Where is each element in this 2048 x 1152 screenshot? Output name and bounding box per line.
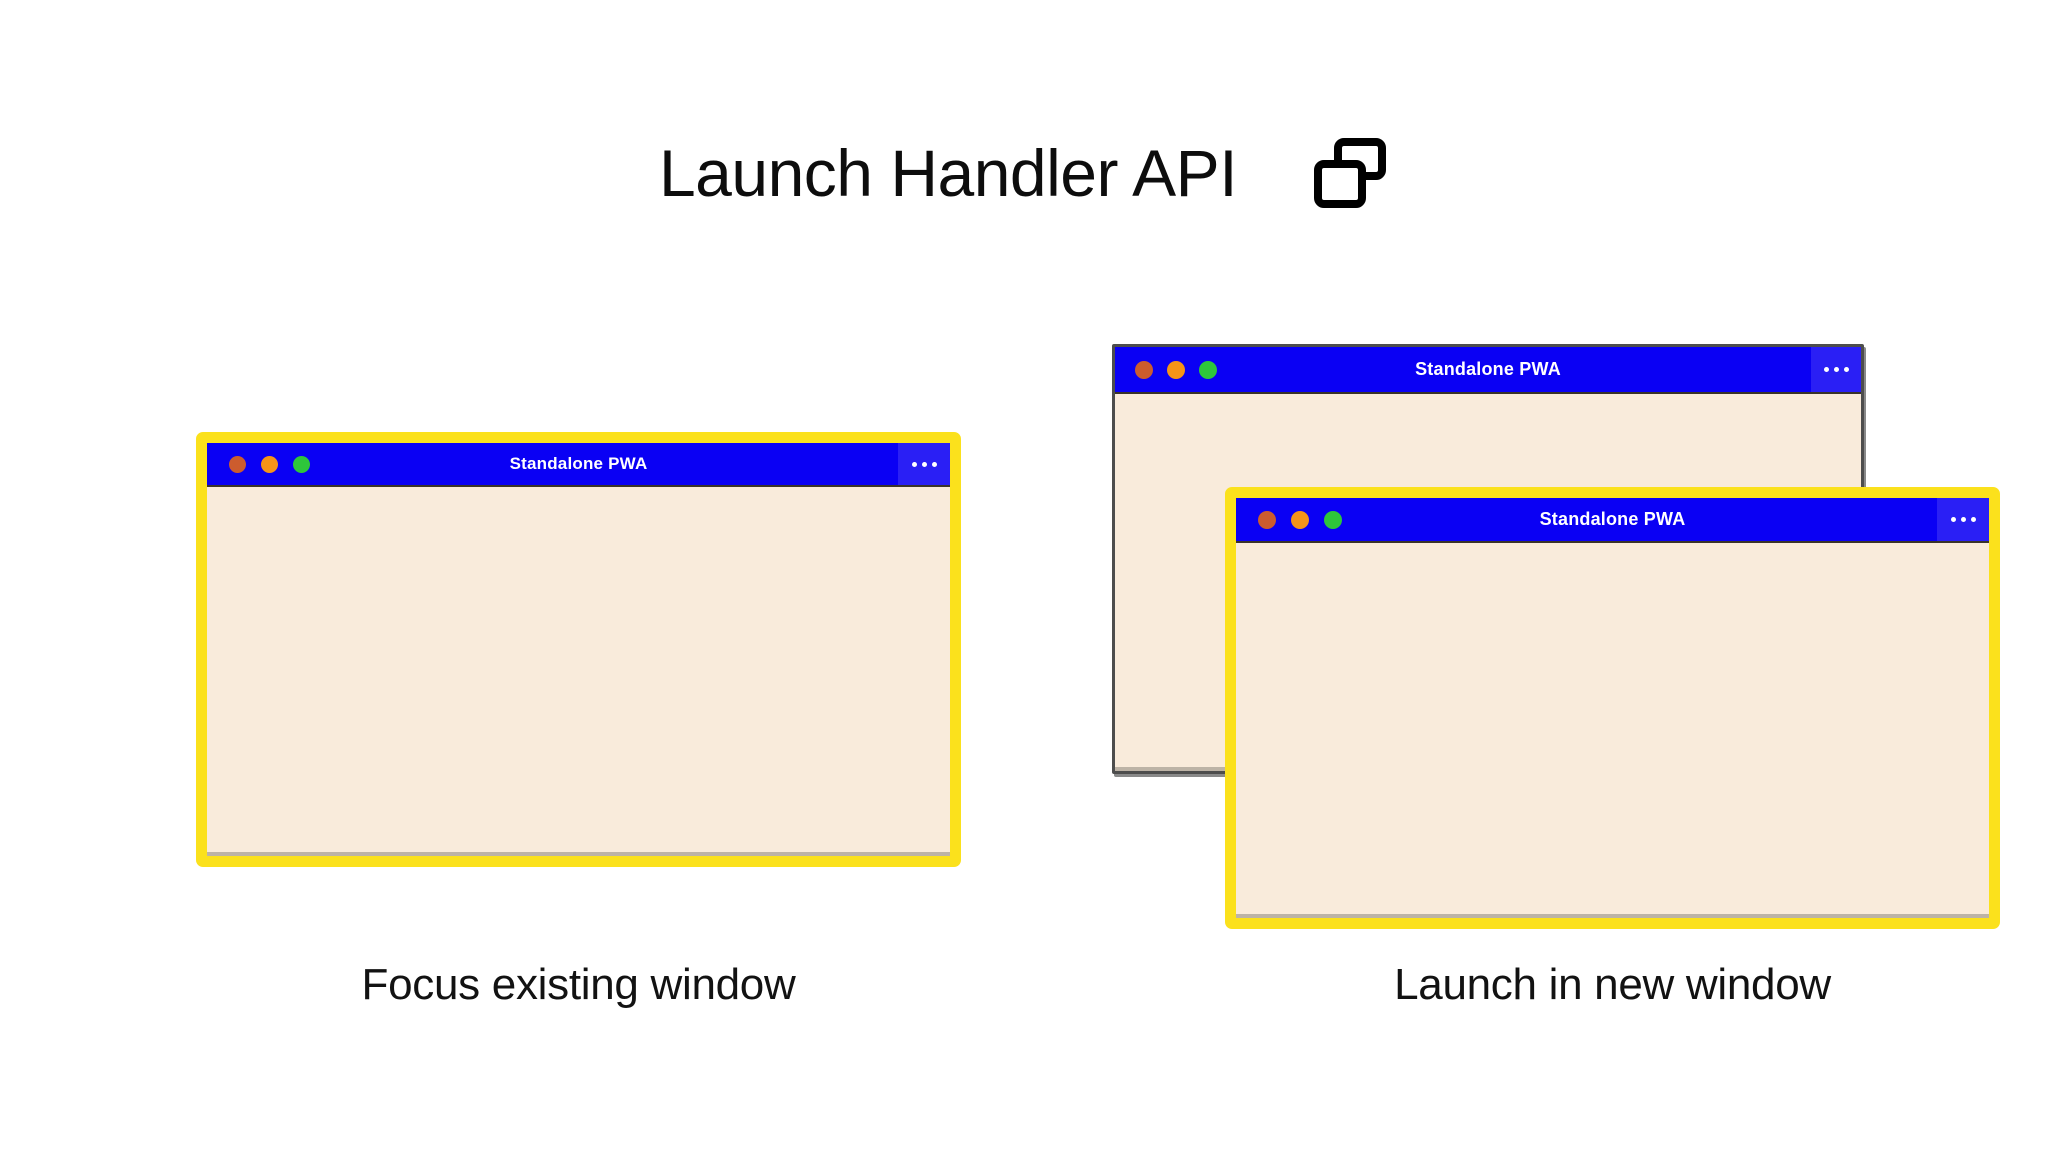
close-dot-icon[interactable] [1258, 510, 1276, 529]
window-titlebar[interactable]: Standalone PWA [1236, 498, 1989, 543]
menu-dot-icon [1970, 517, 1976, 522]
menu-dot-icon [1960, 517, 1966, 522]
menu-dot-icon [1833, 367, 1839, 372]
minimize-dot-icon[interactable] [261, 455, 278, 473]
window-menu-button[interactable] [1811, 347, 1861, 392]
traffic-lights [1135, 360, 1217, 379]
close-dot-icon[interactable] [229, 455, 246, 473]
maximize-dot-icon[interactable] [1324, 510, 1342, 529]
caption-launch-new: Launch in new window [1394, 960, 1831, 1009]
minimize-dot-icon[interactable] [1291, 510, 1309, 529]
window-inner: Standalone PWA [1236, 498, 1989, 918]
pwa-window-new-front[interactable]: Standalone PWA [1225, 487, 2000, 929]
minimize-dot-icon[interactable] [1167, 360, 1185, 379]
menu-dot-icon [911, 461, 917, 467]
menu-dot-icon [1950, 517, 1956, 522]
window-titlebar[interactable]: Standalone PWA [207, 443, 950, 487]
traffic-lights [229, 455, 310, 473]
window-inner: Standalone PWA [207, 443, 950, 856]
window-title: Standalone PWA [509, 454, 648, 473]
maximize-dot-icon[interactable] [293, 455, 310, 473]
page-title: Launch Handler API [658, 136, 1238, 210]
window-title: Standalone PWA [1415, 359, 1561, 379]
window-content-area [207, 487, 950, 856]
close-dot-icon[interactable] [1135, 360, 1153, 379]
menu-dot-icon [931, 461, 937, 467]
window-content-area [1236, 543, 1989, 918]
pwa-window-focus-existing[interactable]: Standalone PWA [196, 432, 961, 867]
caption-focus-existing: Focus existing window [361, 960, 796, 1009]
menu-dot-icon [1823, 367, 1829, 372]
page-header: Launch Handler API [0, 118, 2048, 228]
menu-dot-icon [921, 461, 927, 467]
traffic-lights [1258, 510, 1342, 529]
menu-dot-icon [1843, 367, 1849, 372]
window-title: Standalone PWA [1539, 509, 1686, 529]
windows-overlap-icon [1311, 134, 1389, 212]
window-menu-button[interactable] [1937, 498, 1989, 541]
maximize-dot-icon[interactable] [1199, 360, 1217, 379]
window-titlebar[interactable]: Standalone PWA [1115, 347, 1861, 394]
window-menu-button[interactable] [898, 443, 950, 485]
